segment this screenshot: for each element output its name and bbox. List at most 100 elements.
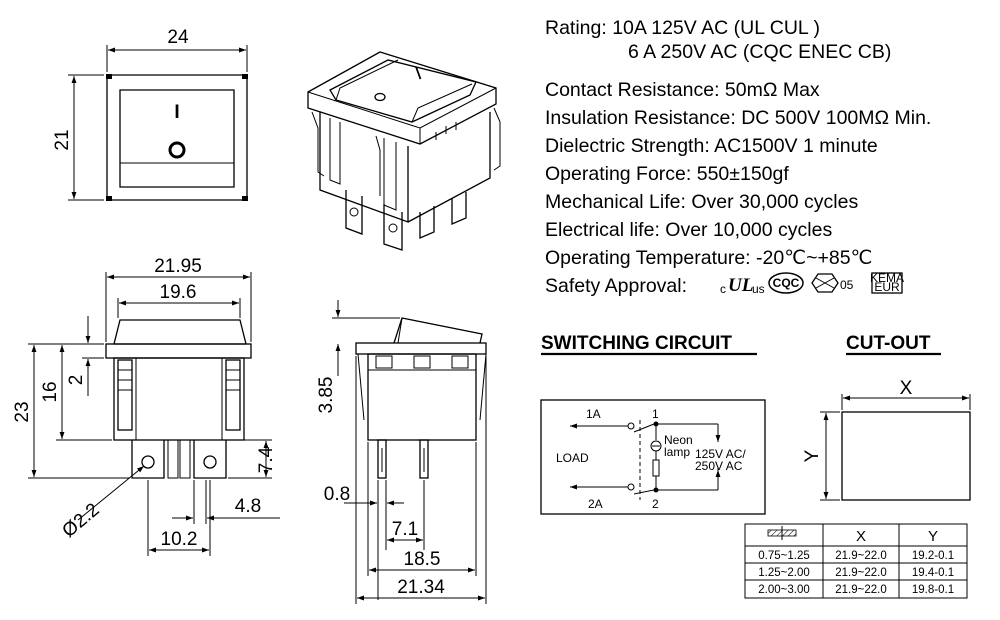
- cut-out-table: X Y 0.75~1.25 21.9~22.0 19.2-0.1 1.25~2.…: [744, 523, 968, 599]
- cut-out-y-label: Y: [802, 449, 823, 462]
- bv-body-height-label: 16: [40, 381, 61, 402]
- table-row-2-y: 19.4-0.1: [912, 567, 954, 579]
- front-bezel: [106, 74, 248, 201]
- svg-text:EUR: EUR: [874, 280, 900, 294]
- side-view: 3.85 0.8 7.1 18.5 21.34: [316, 300, 487, 604]
- front-view: I 24 21: [52, 27, 248, 201]
- svg-text:c: c: [720, 282, 726, 296]
- bv-terminal-left: [131, 440, 165, 479]
- bv-outer-width-label: 21.95: [154, 256, 202, 277]
- sv-body: [367, 353, 477, 441]
- bv-terminal-width-label: 4.8: [235, 496, 261, 517]
- switching-circuit-title: SWITCHING CIRCUIT: [541, 333, 732, 354]
- bv-terminal-left-hole: [141, 455, 155, 469]
- table-row-2-thickness: 1.25~2.00: [758, 567, 809, 579]
- bv-body: [113, 357, 245, 441]
- svg-text:CQC: CQC: [773, 276, 800, 290]
- sv-terminal-left: [377, 439, 387, 479]
- svg-text:05: 05: [840, 278, 854, 292]
- front-corner-bl: [106, 196, 112, 201]
- iso-terminal-4: [451, 192, 467, 225]
- switching-circuit: SWITCHING CIRCUIT 1A 1 2A 2 LOAD Neo: [540, 333, 766, 515]
- front-height-label: 21: [52, 129, 73, 150]
- specifications: Rating: 10A 125V AC (UL CUL ) 6 A 250V A…: [545, 17, 931, 297]
- sv-bezel-width-label: 21.34: [397, 577, 445, 598]
- bv-bezel: [105, 343, 252, 359]
- circuit-supply-2: 250V AC: [695, 459, 743, 473]
- svg-text:I: I: [413, 63, 425, 85]
- spec-contact-resistance: Contact Resistance: 50mΩ Max: [545, 79, 820, 101]
- bv-hole-diameter-label: Ø2.2: [58, 499, 103, 542]
- spec-operating-force: Operating Force: 550±150gf: [545, 163, 789, 185]
- svg-text:KEMA: KEMA: [870, 271, 904, 285]
- table-row-2-x: 21.9~22.0: [835, 567, 886, 579]
- table-header-y: Y: [928, 528, 938, 545]
- bv-total-height-label: 23: [12, 401, 33, 422]
- bv-terminal-length-label: 7.4: [256, 446, 277, 473]
- spec-insulation-resistance: Insulation Resistance: DC 500V 100MΩ Min…: [545, 107, 931, 129]
- table-header-x: X: [856, 528, 866, 545]
- isometric-view: I: [307, 51, 501, 251]
- sv-rocker-height-label: 3.85: [316, 377, 337, 414]
- circuit-terminal-1a: 1A: [586, 407, 601, 421]
- spec-operating-temperature: Operating Temperature: -20℃~+85℃: [545, 247, 873, 269]
- sv-terminal-thickness-label: 0.8: [324, 484, 350, 505]
- sv-terminal-right: [419, 439, 429, 479]
- bv-inner-width-label: 19.6: [160, 282, 197, 303]
- circuit-terminal-2a: 2A: [588, 497, 603, 511]
- table-row-1-x: 21.9~22.0: [835, 550, 886, 562]
- enec-cert-icon: 05: [811, 273, 854, 293]
- spec-safety-approval: Safety Approval:: [545, 275, 687, 297]
- bottom-view: 21.95 19.6 23 16 2 7.4 Ø2.2 4.8: [12, 256, 280, 556]
- front-rocker: [119, 89, 235, 188]
- bv-terminal-pitch-label: 10.2: [161, 529, 198, 550]
- front-corner-tl: [106, 74, 112, 79]
- iso-terminal-3: [419, 206, 435, 239]
- sv-terminal-offset-label: 7.1: [392, 519, 418, 540]
- spec-dielectric-strength: Dielectric Strength: AC1500V 1 minute: [545, 135, 878, 157]
- circuit-frame: [540, 399, 766, 515]
- circuit-terminal-2: 2: [652, 497, 659, 511]
- sv-bezel: [355, 342, 487, 355]
- circuit-lamp-label: lamp: [664, 445, 690, 459]
- bv-rocker: [113, 319, 247, 345]
- ul-cert-icon: c UL us: [720, 275, 765, 296]
- front-off-symbol: [168, 141, 186, 159]
- front-corner-br: [242, 196, 248, 201]
- table-row-3-thickness: 2.00~3.00: [758, 584, 809, 596]
- front-width-label: 24: [167, 27, 189, 48]
- bv-terminal-right-hole: [203, 455, 217, 469]
- table-row-3-y: 19.8-0.1: [912, 584, 954, 596]
- panel-thickness-icon: [767, 526, 797, 540]
- bv-terminal-right: [193, 440, 227, 479]
- spec-rating-1: Rating: 10A 125V AC (UL CUL ): [545, 17, 820, 39]
- circuit-terminal-1: 1: [652, 407, 659, 421]
- circuit-neon-label: Neon: [664, 433, 693, 447]
- spec-mechanical-life: Mechanical Life: Over 30,000 cycles: [545, 191, 858, 213]
- iso-terminal-2: [383, 204, 403, 251]
- cut-out-title: CUT-OUT: [846, 333, 931, 354]
- sv-rocker: [393, 317, 483, 344]
- front-on-symbol: I: [174, 102, 179, 123]
- cut-out: CUT-OUT X Y X Y 0.75~1.25 21.9~22.0 1: [744, 333, 971, 599]
- svg-text:UL: UL: [728, 275, 753, 296]
- resistor-icon: [652, 459, 660, 477]
- table-row-1-thickness: 0.75~1.25: [758, 550, 809, 562]
- kema-cert-icon: KEMA EUR: [870, 271, 904, 294]
- cqc-cert-icon: CQC: [768, 272, 804, 294]
- cut-out-rect: [841, 411, 971, 501]
- svg-text:us: us: [752, 282, 765, 296]
- table-row-1-y: 19.2-0.1: [912, 550, 954, 562]
- circuit-load-label: LOAD: [556, 451, 589, 465]
- cut-out-x-label: X: [900, 378, 913, 399]
- sv-body-width-label: 18.5: [404, 549, 441, 570]
- iso-terminal-1: [345, 190, 363, 235]
- front-corner-tr: [242, 74, 248, 79]
- circuit-supply-1: 125V AC/: [695, 447, 746, 461]
- bv-bezel-label: 2: [66, 375, 87, 386]
- spec-rating-2: 6 A 250V AC (CQC ENEC CB): [628, 41, 891, 63]
- table-row-3-x: 21.9~22.0: [835, 584, 886, 596]
- iso-rocker: [329, 59, 477, 123]
- spec-electrical-life: Electrical life: Over 10,000 cycles: [545, 219, 832, 241]
